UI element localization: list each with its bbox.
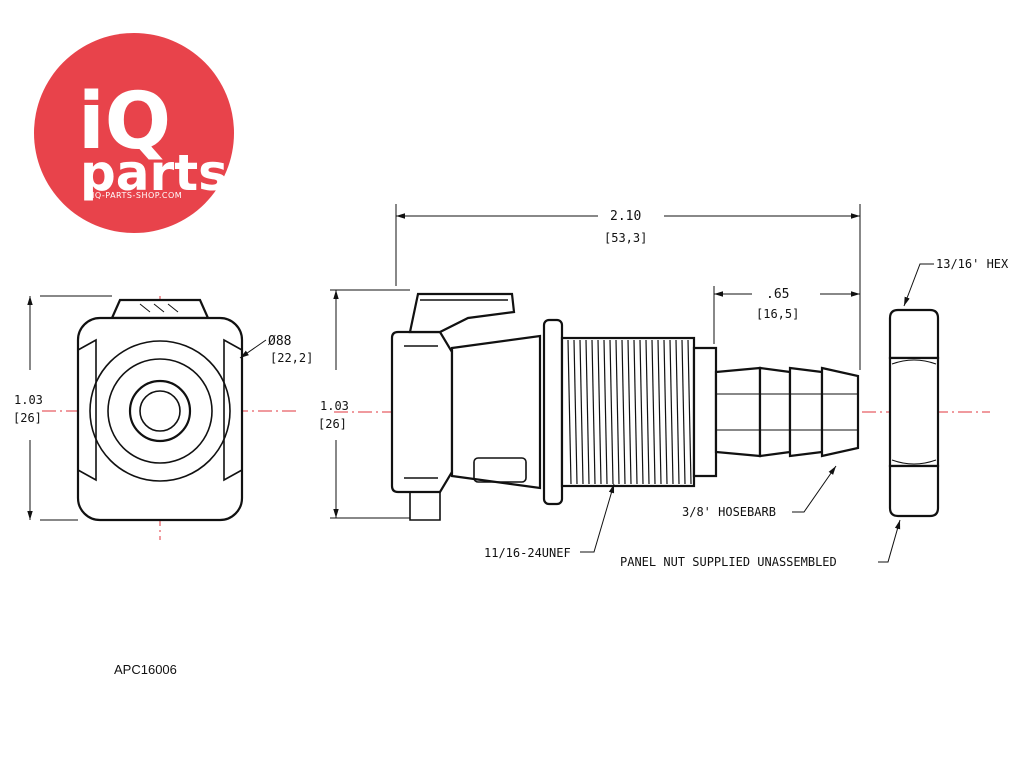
front-diameter-in: Ø88 — [268, 334, 291, 349]
barb-neck — [692, 346, 718, 478]
logo-url-text: IQ-PARTS-SHOP.COM — [92, 191, 182, 200]
side-height-mm: [26] — [318, 417, 347, 431]
front-bore — [139, 390, 181, 432]
thread-line — [567, 339, 572, 485]
hex-leader — [903, 263, 934, 307]
thread-line — [627, 339, 632, 485]
length-in: 2.10 — [610, 209, 641, 224]
hex-nut-chamfer — [891, 359, 937, 465]
panel-nut-view: 13/16' HEX PANEL NUT SUPPLIED UNASSEMBLE… — [620, 257, 1009, 569]
side-height-in: 1.03 — [320, 399, 349, 413]
coupling-body — [450, 334, 542, 490]
logo-parts-text: parts — [80, 144, 228, 202]
front-lug-right — [223, 338, 243, 482]
barb-length-mm: [16,5] — [756, 307, 799, 321]
front-lug-left — [77, 338, 97, 482]
hex-nut-middle-flat — [888, 356, 940, 468]
coupling-label-pad — [473, 457, 527, 483]
thread-line — [609, 339, 614, 485]
thread-line — [585, 339, 590, 485]
thread-line — [669, 339, 674, 485]
front-ring-outer — [89, 340, 231, 482]
hosebarb-tip — [820, 366, 860, 458]
thread-line — [681, 339, 686, 485]
part-number: APC16006 — [114, 662, 177, 677]
hosebarb-leader — [792, 465, 837, 513]
iq-parts-logo[interactable]: iQ parts IQ-PARTS-SHOP.COM — [34, 33, 234, 233]
thread-leader — [580, 483, 615, 553]
thread-line — [663, 339, 668, 485]
coupling-latch — [408, 292, 516, 334]
coupling-front-face — [390, 330, 454, 494]
thread-line — [579, 339, 584, 485]
logo-circle — [34, 33, 234, 233]
barb-length-in: .65 — [766, 287, 789, 302]
thread-line — [645, 339, 650, 485]
nut-label: PANEL NUT SUPPLIED UNASSEMBLED — [620, 555, 837, 569]
coupling-lower-lug — [409, 492, 441, 521]
coupling-face-lines — [404, 345, 438, 479]
front-latch-ridges — [139, 303, 179, 313]
nut-leader — [878, 519, 901, 563]
thread-line — [675, 339, 680, 485]
thread-line — [573, 339, 578, 485]
thread-line — [621, 339, 626, 485]
hosebarb-ridge-2 — [788, 366, 824, 458]
thread-line — [615, 339, 620, 485]
logo-iq-text: iQ — [78, 77, 171, 167]
length-mm: [53,3] — [604, 231, 647, 245]
hosebarb-label: 3/8' HOSEBARB — [682, 505, 776, 519]
side-view: 2.10 [53,3] 1.03 [26] .65 [16,5] 11/16-2… — [318, 204, 990, 560]
hex-nut-top-flat — [888, 308, 940, 360]
hex-label: 13/16' HEX — [936, 257, 1009, 271]
thread-line — [597, 339, 602, 485]
front-height-mm: [26] — [13, 411, 42, 425]
thread-line — [687, 339, 692, 485]
front-height-in: 1.03 — [14, 393, 43, 407]
front-diameter-leader — [239, 339, 267, 359]
front-ring-mid — [107, 358, 213, 464]
hosebarb-base — [714, 366, 762, 458]
hex-nut-bottom-flat — [888, 464, 940, 518]
panel-flange — [542, 318, 564, 506]
front-view: 1.03 [26] Ø88 [22,2] — [13, 295, 313, 540]
hosebarb-ridge-1 — [758, 366, 792, 458]
thread-line — [657, 339, 662, 485]
thread-line — [591, 339, 596, 485]
thread-line — [603, 339, 608, 485]
front-ring-inner — [128, 379, 192, 443]
thread-line — [633, 339, 638, 485]
front-diameter-mm: [22,2] — [270, 351, 313, 365]
thread-line — [639, 339, 644, 485]
thread-label: 11/16-24UNEF — [484, 546, 571, 560]
thread-lines — [567, 339, 692, 485]
thread-line — [651, 339, 656, 485]
